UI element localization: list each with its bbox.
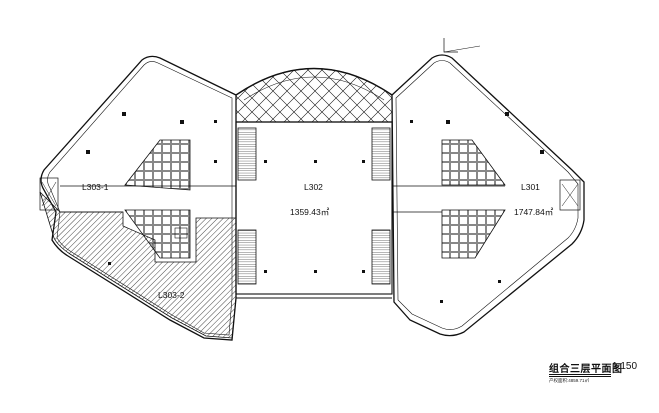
- room-area-l302: 1359.43㎡: [290, 207, 330, 217]
- left-entrance-bay: [39, 177, 59, 211]
- drawing-title: 组合三层平面图: [549, 364, 623, 375]
- title-underline-2: [549, 376, 611, 377]
- north-arrow-icon: [443, 38, 481, 53]
- central-hall: [86, 67, 544, 303]
- drawing-scale: 1:150: [612, 361, 638, 372]
- drawing-area-note: 产权面积:4859.71㎡: [549, 378, 590, 383]
- room-label-l301: L301: [521, 182, 540, 192]
- right-entrance-bay: [559, 179, 581, 211]
- stair-icon: [237, 127, 391, 285]
- right-wing-outline: [391, 54, 585, 337]
- left-wing: [39, 55, 237, 341]
- drawing-title-block: 组合三层平面图 1:150 产权面积:4859.71㎡: [549, 360, 654, 390]
- right-wing: [391, 54, 585, 337]
- room-label-l302: L302: [304, 182, 323, 192]
- room-label-l303-1: L303-1: [82, 182, 109, 192]
- central-hall-outline: [235, 121, 393, 295]
- left-core: [60, 139, 236, 259]
- title-underline: [549, 374, 611, 375]
- column-icon: [86, 112, 544, 303]
- truss-roof: [235, 68, 393, 123]
- room-label-l303-2: L303-2: [158, 290, 185, 300]
- right-core: [392, 139, 506, 259]
- room-area-l301: 1747.84㎡: [514, 207, 554, 217]
- left-wing-outline: [40, 55, 237, 341]
- right-wing-inner-outline: [395, 60, 579, 330]
